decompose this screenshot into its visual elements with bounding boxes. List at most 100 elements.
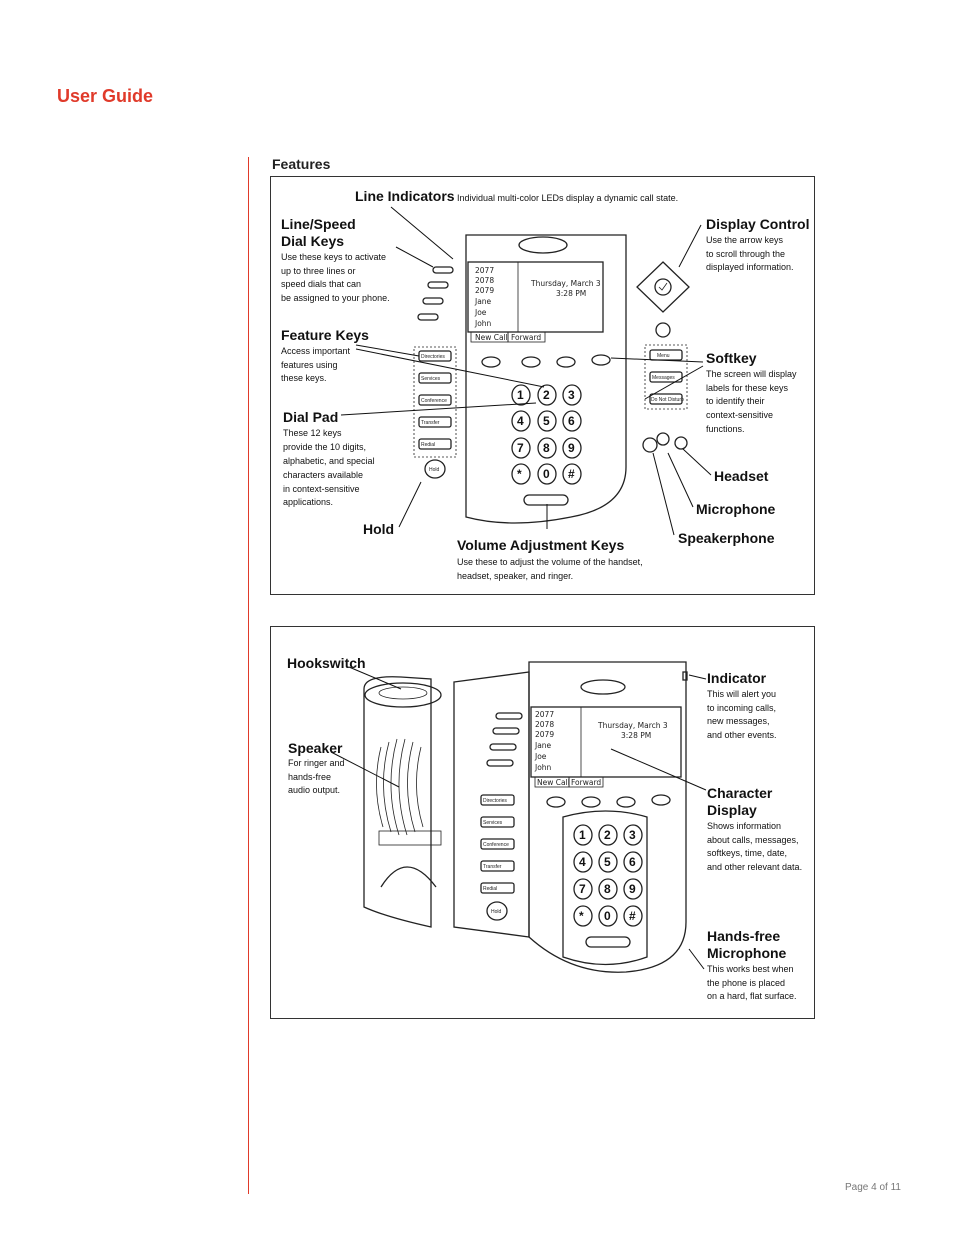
- line-speed-desc-2: up to three lines or: [281, 266, 356, 276]
- dial-key-9: 9: [568, 441, 575, 455]
- character-display-desc-4: and other relevant data.: [707, 862, 802, 872]
- top-indicator: [580, 679, 626, 695]
- screen-line-2: 2078: [535, 720, 554, 729]
- softkey-label-2: Forward: [571, 778, 601, 787]
- feature-button-5: Redial: [483, 886, 497, 892]
- screen-time: 3:28 PM: [556, 289, 586, 298]
- screen-line-2: 2078: [475, 276, 494, 285]
- dial-key-hash: #: [568, 467, 575, 481]
- dial-key-4: 4: [517, 414, 524, 428]
- indicator-title: Indicator: [707, 670, 767, 686]
- display-screen: [530, 706, 682, 778]
- softkey-buttons: [546, 794, 671, 808]
- feature-button-group: Directories Services Conference Transfer…: [413, 346, 457, 479]
- handsfree-mic-desc-1: This works best when: [707, 964, 794, 974]
- indicator-desc-1: This will alert you: [707, 689, 776, 699]
- screen-date: Thursday, March 3: [530, 279, 601, 288]
- softkey-buttons: [481, 354, 611, 368]
- line-speed-title-2: Dial Keys: [281, 233, 344, 249]
- softkey-desc-3: to identify their: [706, 396, 765, 406]
- dnd-button-label: Do Not Disturb: [651, 397, 684, 403]
- line-speed-desc-3: speed dials that can: [281, 279, 361, 289]
- phone-hardware-diagram: 2077 2078 2079 Jane Joe John Thursday, M…: [270, 626, 815, 1019]
- hold-button-label: Hold: [491, 909, 502, 915]
- handsfree-mic-title-1: Hands-free: [707, 928, 780, 944]
- softkey-desc-2: labels for these keys: [706, 383, 789, 393]
- dial-pad-desc-3: alphabetic, and special: [283, 456, 375, 466]
- feature-keys-desc-2: features using: [281, 360, 338, 370]
- character-display-desc-3: softkeys, time, date,: [707, 848, 787, 858]
- dial-key-1: 1: [517, 388, 524, 402]
- volume-desc-1: Use these to adjust the volume of the ha…: [457, 557, 643, 567]
- volume-rocker: [523, 494, 569, 506]
- screen-contact-3: John: [474, 319, 492, 328]
- handset-base: [363, 676, 432, 928]
- indicator-desc-2: to incoming calls,: [707, 703, 776, 713]
- screen-time: 3:28 PM: [621, 731, 651, 740]
- menu-button-label: Menu: [657, 353, 670, 359]
- softkey-label-1: New Call: [475, 333, 508, 342]
- top-indicator: [518, 236, 568, 254]
- speaker-desc-1: For ringer and: [288, 758, 345, 768]
- volume-desc-2: headset, speaker, and ringer.: [457, 571, 573, 581]
- feature-button-1: Directories: [483, 798, 507, 804]
- dial-key-7: 7: [517, 441, 524, 455]
- feature-button-3: Conference: [421, 398, 447, 404]
- softkey-label-2: Forward: [511, 333, 541, 342]
- screen-date: Thursday, March 3: [597, 721, 668, 730]
- dial-key-9: 9: [629, 882, 636, 896]
- dial-key-5: 5: [604, 855, 611, 869]
- softkey-desc-5: functions.: [706, 424, 745, 434]
- dial-pad-desc-6: applications.: [283, 497, 333, 507]
- line-keys: [486, 712, 523, 767]
- indicator-desc-4: and other events.: [707, 730, 777, 740]
- speaker-desc-3: audio output.: [288, 785, 340, 795]
- feature-button-3: Conference: [483, 842, 509, 848]
- speaker-desc-2: hands-free: [288, 772, 331, 782]
- screen-line-1: 2077: [535, 710, 554, 719]
- feature-button-4: Transfer: [421, 420, 440, 426]
- display-control-desc-2: to scroll through the: [706, 249, 785, 259]
- mic-mute-button: [656, 432, 670, 446]
- dial-key-2: 2: [543, 388, 550, 402]
- line-speed-title-1: Line/Speed: [281, 216, 356, 232]
- feature-button-2: Services: [421, 376, 441, 382]
- dial-key-2: 2: [604, 828, 611, 842]
- dial-pad-desc-5: in context-sensitive: [283, 484, 360, 494]
- screen-line-1: 2077: [475, 266, 494, 275]
- headset-title: Headset: [714, 468, 769, 484]
- section-heading: Features: [272, 156, 331, 172]
- dial-pad-desc-2: provide the 10 digits,: [283, 442, 366, 452]
- line-indicators-desc: Individual multi-color LEDs display a dy…: [457, 193, 678, 203]
- feature-keys-desc-1: Access important: [281, 346, 351, 356]
- line-indicators-title: Line Indicators: [355, 188, 455, 204]
- headset-button: [674, 436, 688, 450]
- indicator-led: [682, 671, 688, 681]
- feature-button-1: Directories: [421, 354, 445, 360]
- dial-pad-desc-1: These 12 keys: [283, 428, 342, 438]
- dial-key-6: 6: [629, 855, 636, 869]
- handsfree-mic-desc-2: the phone is placed: [707, 978, 785, 988]
- margin-rule: [248, 157, 249, 1194]
- speaker-grille: [376, 738, 424, 836]
- volume-rocker: [585, 936, 631, 948]
- screen-contact-2: Joe: [474, 308, 487, 317]
- microphone-title: Microphone: [696, 501, 776, 517]
- screen-contact-1: Jane: [534, 741, 552, 750]
- hold-title: Hold: [363, 521, 394, 537]
- feature-button-2: Services: [483, 820, 503, 826]
- screen-line-list: 2077 2078 2079 Jane Joe John: [474, 266, 494, 328]
- dial-key-6: 6: [568, 414, 575, 428]
- dial-key-0: 0: [604, 909, 611, 923]
- display-control-title: Display Control: [706, 216, 809, 232]
- dial-key-star: *: [517, 467, 522, 481]
- hookswitch-title: Hookswitch: [287, 655, 366, 671]
- display-control-desc-1: Use the arrow keys: [706, 235, 784, 245]
- handsfree-mic-title-2: Microphone: [707, 945, 787, 961]
- label-slot: [378, 830, 442, 846]
- dial-key-star: *: [579, 909, 584, 923]
- page-number: Page 4 of 11: [845, 1182, 901, 1193]
- dial-key-3: 3: [629, 828, 636, 842]
- character-display-title-2: Display: [707, 802, 757, 818]
- screen-contact-2: Joe: [534, 752, 547, 761]
